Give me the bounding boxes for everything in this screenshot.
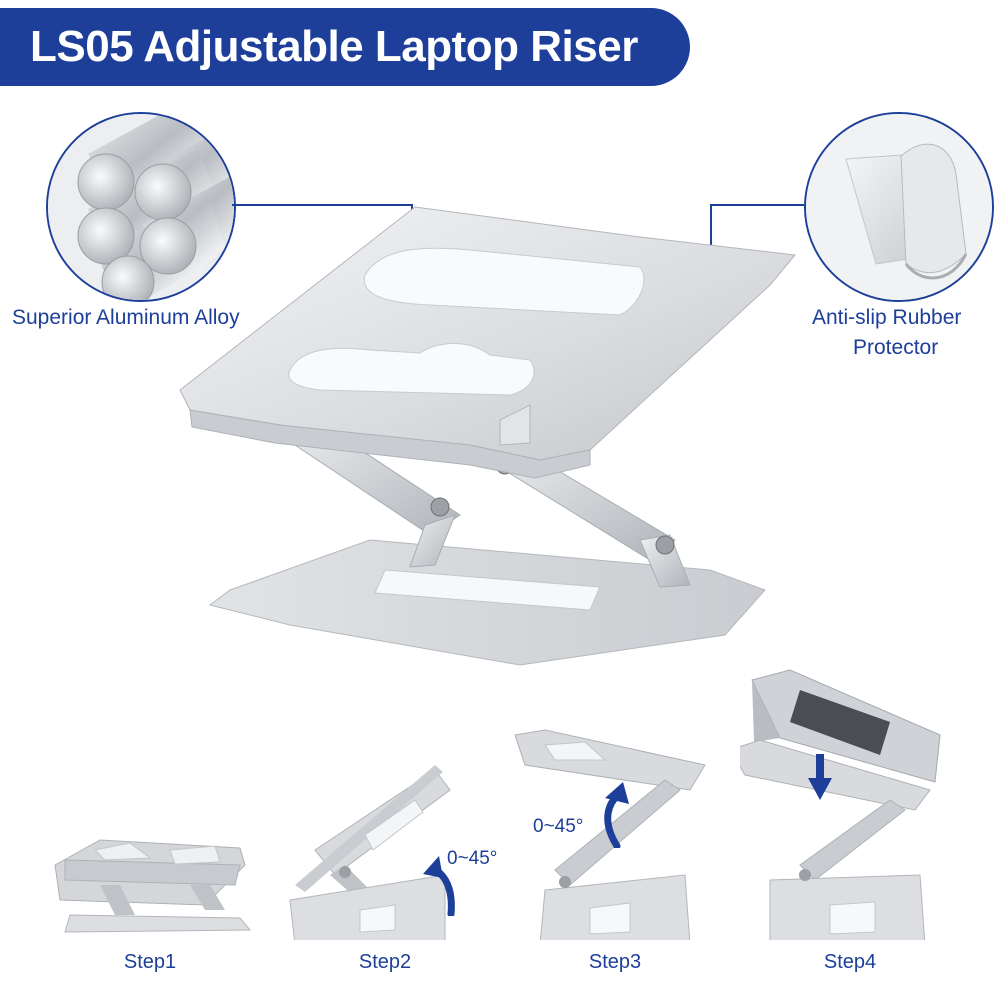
step-1-illustration [54, 839, 252, 933]
aluminum-alloy-label: Superior Aluminum Alloy [12, 306, 240, 329]
rubber-protector-image [806, 114, 992, 300]
step-2: 0~45° Step2 [275, 660, 498, 982]
step-3: 0~45° Step3 [505, 660, 725, 982]
step-3-illustration [514, 729, 706, 946]
arrow-down-icon [808, 754, 832, 800]
step-3-label: Step3 [588, 951, 642, 973]
step-2-illustration [289, 765, 451, 946]
laptop-riser-illustration [179, 206, 796, 666]
rubber-protector-closeup [804, 112, 994, 302]
title-banner: LS05 Adjustable Laptop Riser [0, 8, 690, 86]
step-1-label: Step1 [123, 951, 177, 973]
rubber-protector-label-line1: Anti-slip Rubber [812, 306, 962, 329]
curved-arrow-icon [423, 856, 455, 916]
step-4: Step4 [729, 660, 960, 982]
page-title: LS05 Adjustable Laptop Riser [30, 22, 638, 71]
step-4-label: Step4 [823, 951, 877, 973]
aluminum-rods-closeup [46, 112, 236, 302]
step-2-label: Step2 [358, 951, 412, 973]
curved-arrow-icon [604, 782, 629, 848]
step-1: Step1 [40, 660, 260, 982]
rubber-protector-label-line2: Protector [853, 336, 939, 359]
step-3-angle-label: 0~45° [533, 816, 584, 837]
step-2-angle-label: 0~45° [447, 848, 498, 869]
right-callout-line [710, 204, 804, 206]
step-4-illustration [729, 669, 941, 946]
left-callout-line [232, 204, 412, 206]
aluminum-rods-image [48, 114, 234, 300]
